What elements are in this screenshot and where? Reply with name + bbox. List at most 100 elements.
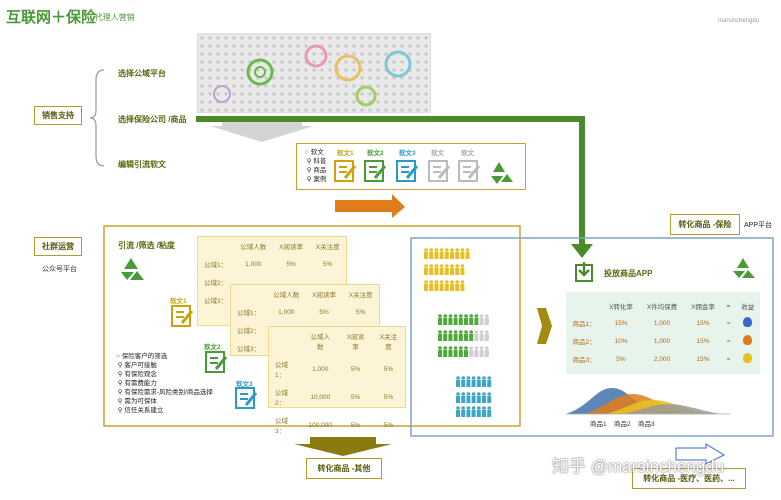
community-doc-label-1: 软文1	[170, 298, 187, 305]
community-frame	[103, 225, 521, 427]
person-icon	[443, 318, 448, 325]
person-icon	[465, 248, 470, 252]
person-icon	[469, 350, 474, 357]
person-icon	[459, 330, 463, 334]
person-icon	[469, 334, 474, 341]
person-icon	[479, 350, 484, 357]
list-item: ⚲ 需为可保体	[116, 398, 157, 405]
person-icon	[438, 346, 442, 350]
page-subtitle: -代理人营销	[92, 13, 135, 22]
document-edit-icon	[364, 160, 387, 182]
person-icon	[453, 350, 458, 357]
person-icon	[455, 268, 460, 275]
person-icon	[464, 346, 468, 350]
person-icon	[445, 264, 449, 268]
person-icon	[484, 334, 489, 341]
person-icon	[479, 318, 484, 325]
person-icon	[477, 376, 481, 380]
person-icon	[460, 252, 465, 259]
person-icon	[476, 396, 481, 403]
green-arrow-head	[571, 244, 593, 258]
person-icon	[434, 252, 439, 259]
person-icon	[450, 252, 454, 259]
person-icon	[466, 410, 471, 417]
person-icon	[471, 376, 476, 380]
person-icon	[466, 406, 471, 410]
person-icon	[445, 248, 449, 252]
person-icon	[444, 268, 449, 275]
public-platform-mosaic	[197, 33, 431, 113]
person-icon	[450, 248, 454, 252]
olive-down-arrow	[294, 437, 392, 456]
document-edit-icon	[458, 160, 481, 182]
legend-item: ⚲ 案例	[305, 176, 327, 183]
document-edit-icon	[171, 305, 194, 327]
person-icon	[461, 380, 466, 387]
person-icon	[448, 346, 453, 350]
person-icon	[477, 406, 481, 410]
person-icon	[484, 318, 489, 325]
person-icon	[438, 350, 442, 357]
person-icon	[459, 346, 463, 350]
step-edit-article: 编辑引流软文	[118, 160, 166, 169]
person-icon	[460, 280, 465, 284]
person-icon	[474, 350, 479, 357]
person-icon	[450, 268, 454, 275]
community-doc-label-3: 软文3	[236, 381, 253, 388]
money-bag-icon	[743, 317, 753, 327]
person-icon	[424, 248, 428, 252]
person-icon	[453, 330, 458, 334]
person-icon	[456, 380, 460, 387]
person-icon	[429, 268, 434, 275]
sales-support-label: 销售支持	[34, 106, 82, 125]
app-title: 投放商品APP	[604, 269, 653, 278]
right-chevron-arrow	[537, 308, 552, 344]
document-edit-icon	[235, 387, 258, 409]
blue-down-arrow	[675, 443, 726, 465]
doc-label-5: 软文	[461, 150, 474, 157]
person-icon	[456, 396, 460, 403]
person-icon	[461, 396, 466, 403]
person-icon	[464, 334, 468, 341]
person-icon	[487, 410, 492, 417]
app-platform-label: APP平台	[744, 222, 773, 229]
person-icon	[438, 314, 442, 318]
person-icon	[461, 376, 465, 380]
person-icon	[458, 334, 463, 341]
person-icon	[448, 350, 453, 357]
step-choose-platform: 选择公域平台	[118, 69, 166, 78]
person-icon	[456, 392, 460, 396]
money-bag-icon	[743, 353, 753, 363]
person-icon	[424, 264, 428, 268]
person-icon	[456, 410, 460, 417]
doc-label-4: 软文	[431, 150, 444, 157]
person-icon	[438, 318, 442, 325]
insurance-frame	[410, 237, 774, 437]
person-icon	[444, 284, 449, 291]
person-icon	[429, 264, 433, 268]
person-icon	[434, 284, 439, 291]
person-icon	[469, 346, 473, 350]
doc-label-2: 软文2	[367, 150, 384, 157]
person-icon	[453, 314, 458, 318]
person-icon	[455, 284, 460, 291]
person-icon	[424, 280, 428, 284]
person-icon	[479, 346, 484, 350]
brace-connector	[89, 69, 105, 167]
person-icon	[487, 380, 492, 387]
person-icon	[455, 280, 459, 284]
green-connector	[196, 116, 585, 246]
person-icon	[448, 330, 453, 334]
person-icon	[450, 264, 454, 268]
person-icon	[474, 314, 479, 318]
person-icon	[461, 410, 466, 417]
person-icon	[482, 406, 486, 410]
person-icon	[448, 334, 453, 341]
person-icon	[443, 346, 447, 350]
person-icon	[487, 376, 491, 380]
list-item: ⚲ 有需费能力	[116, 380, 157, 387]
